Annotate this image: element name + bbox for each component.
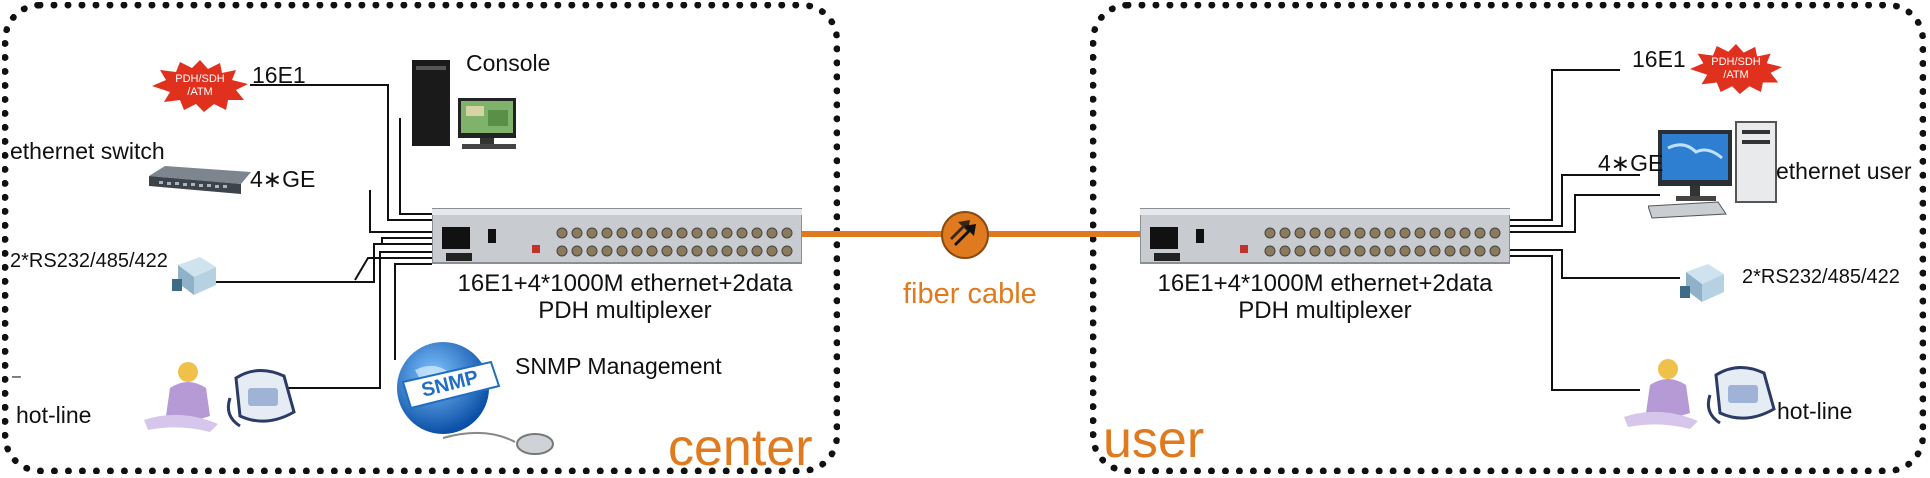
user-serial-label: 2*RS232/485/422 bbox=[1742, 266, 1900, 288]
user-device-label-line-2: PDH multiplexer bbox=[1238, 297, 1412, 324]
burst-line-2: /ATM bbox=[187, 86, 213, 98]
user-device-label: 16E1+4*1000M ethernet+2data PDH multiple… bbox=[1130, 270, 1520, 324]
dash-mark: – bbox=[12, 368, 21, 385]
hotline-phone-icon-center bbox=[140, 358, 300, 434]
console-pc-icon bbox=[410, 58, 520, 154]
pdh-sdh-atm-burst-center: PDH/SDH/ATM bbox=[150, 60, 250, 112]
snmp-management-label: SNMP Management bbox=[515, 353, 722, 379]
user-e1-label: 16E1 bbox=[1632, 46, 1686, 72]
user-zone bbox=[1090, 2, 1926, 474]
user-wires bbox=[1508, 69, 1680, 391]
ethernet-user-label: ethernet user bbox=[1776, 158, 1912, 184]
hotline-phone-icon-user bbox=[1620, 355, 1780, 431]
ethernet-switch-icon bbox=[145, 162, 255, 198]
center-zone-label: center bbox=[668, 419, 813, 477]
burst-line-1: PDH/SDH bbox=[1711, 56, 1761, 68]
burst-line-2: /ATM bbox=[1723, 69, 1749, 81]
user-device-label-line-1: 16E1+4*1000M ethernet+2data bbox=[1157, 270, 1493, 297]
center-wires bbox=[214, 84, 432, 389]
center-zone bbox=[2, 2, 840, 474]
fiber-cable-label: fiber cable bbox=[903, 278, 1037, 310]
center-ge-label: 4∗GE bbox=[250, 166, 316, 192]
center-serial-label: 2*RS232/485/422 bbox=[10, 250, 168, 272]
pdh-sdh-atm-burst-user: PDH/SDH/ATM bbox=[1688, 44, 1784, 94]
snmp-globe-icon: SNMP bbox=[395, 330, 565, 458]
ethernet-user-pc-icon bbox=[1647, 118, 1788, 220]
center-hotline-label: hot-line bbox=[16, 402, 92, 428]
center-e1-label: 16E1 bbox=[252, 62, 306, 88]
ethernet-switch-label: ethernet switch bbox=[10, 138, 165, 164]
center-device-label-line-2: PDH multiplexer bbox=[538, 297, 712, 324]
fiber-link-icon bbox=[940, 210, 990, 260]
serial-converter-icon-user bbox=[1678, 262, 1728, 306]
console-label: Console bbox=[466, 50, 551, 76]
user-zone-label: user bbox=[1103, 411, 1205, 469]
burst-line-1: PDH/SDH bbox=[175, 73, 225, 85]
serial-converter-icon-center bbox=[170, 255, 220, 299]
center-device-label-line-1: 16E1+4*1000M ethernet+2data bbox=[457, 270, 793, 297]
user-ge-label: 4∗GE bbox=[1598, 150, 1664, 176]
user-hotline-label: hot-line bbox=[1777, 398, 1853, 424]
pdh-multiplexer-user bbox=[1139, 205, 1511, 265]
center-device-label: 16E1+4*1000M ethernet+2data PDH multiple… bbox=[430, 270, 820, 324]
pdh-multiplexer-center bbox=[431, 205, 803, 265]
